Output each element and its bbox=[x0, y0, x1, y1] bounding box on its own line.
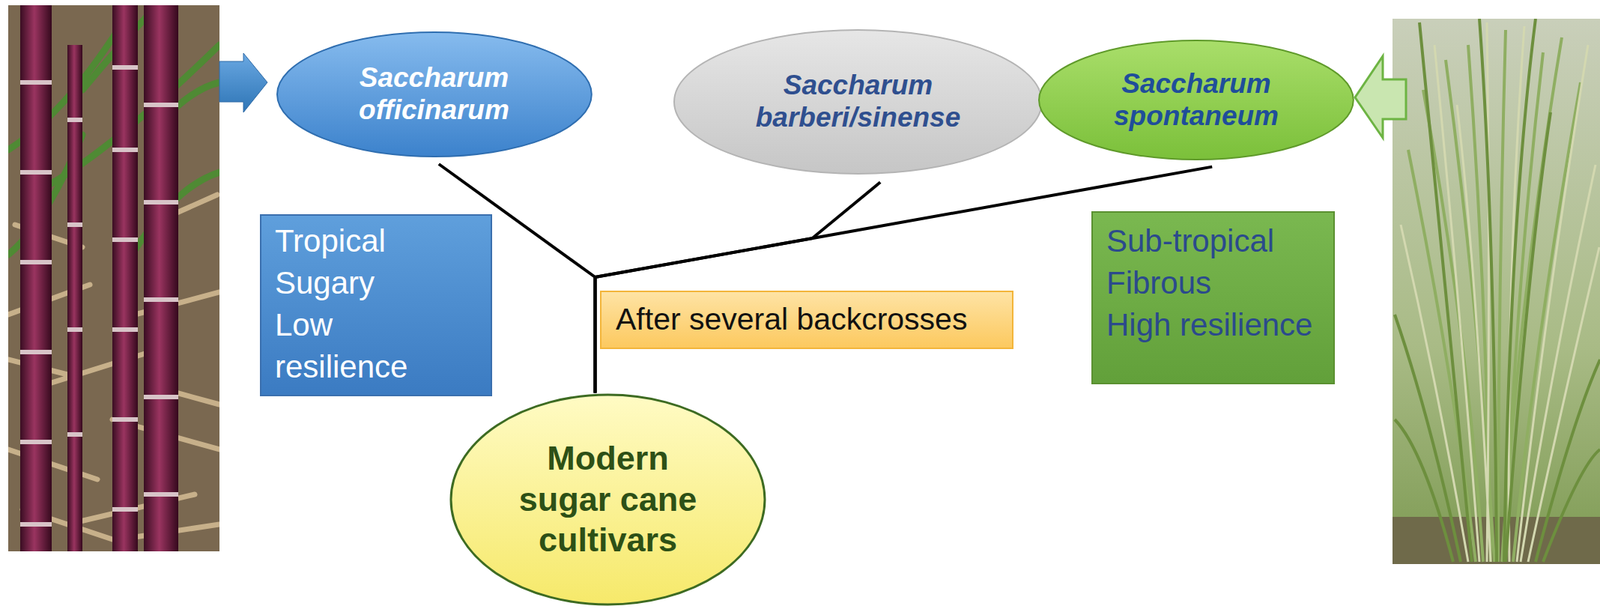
blue-arrow bbox=[219, 53, 268, 113]
ellipse-shape bbox=[277, 32, 592, 157]
node-label: Saccharum spontaneum bbox=[1087, 68, 1305, 132]
merge-line bbox=[595, 182, 881, 393]
grass-blades bbox=[1408, 29, 1581, 562]
trait-box: Sub-tropicalFibrousHigh resilience bbox=[1091, 211, 1335, 385]
green-arrow bbox=[1355, 56, 1406, 138]
trait-box: TropicalSugaryLow resilience bbox=[259, 214, 493, 397]
node-label: Saccharum barberi/sinense bbox=[730, 69, 986, 134]
cane-stalk bbox=[112, 5, 138, 552]
species-ellipse: Saccharum barberi/sinense bbox=[672, 28, 1044, 176]
grass-blades bbox=[1400, 22, 1600, 562]
box-text: Sub-tropical bbox=[1106, 220, 1313, 263]
cane-stalk bbox=[143, 5, 179, 552]
box-text: Sugary bbox=[274, 262, 433, 305]
box-text: Tropical bbox=[274, 220, 433, 263]
node-label: Saccharum officinarum bbox=[325, 62, 543, 126]
result-circle: Modern sugar cane cultivars bbox=[448, 392, 768, 607]
node-label: Modern sugar cane cultivars bbox=[510, 438, 706, 562]
cane-stalk bbox=[20, 5, 52, 552]
sugarcane-photo bbox=[8, 5, 220, 552]
ellipse-shape bbox=[1038, 40, 1354, 160]
species-ellipse: Saccharum spontaneum bbox=[1037, 38, 1356, 162]
text-group: Sub-tropicalFibrousHigh resilience bbox=[1106, 220, 1313, 347]
text-group: TropicalSugaryLow resilience bbox=[274, 220, 433, 388]
text-group: Modern sugar cane cultivars bbox=[510, 438, 706, 562]
box-text: Fibrous bbox=[1106, 262, 1313, 305]
grass-blades bbox=[1394, 18, 1600, 562]
text-group: Saccharum officinarum bbox=[325, 62, 543, 126]
note-box: After several backcrosses bbox=[600, 290, 1014, 350]
cane-nodes bbox=[20, 67, 179, 525]
ellipse-shape bbox=[674, 29, 1042, 174]
photo-ground bbox=[8, 5, 220, 552]
text-group: Saccharum barberi/sinense bbox=[730, 69, 986, 134]
photo-ground bbox=[1392, 18, 1600, 565]
ellipse-shape bbox=[450, 394, 765, 605]
species-ellipse: Saccharum officinarum bbox=[275, 30, 594, 159]
box-text: Low resilience bbox=[274, 304, 433, 389]
box-text: High resilience bbox=[1106, 304, 1313, 347]
text-group: After several backcrosses bbox=[615, 301, 968, 338]
text-group: Saccharum spontaneum bbox=[1087, 68, 1305, 132]
box-text: After several backcrosses bbox=[615, 301, 968, 338]
grass-photo bbox=[1392, 18, 1600, 565]
